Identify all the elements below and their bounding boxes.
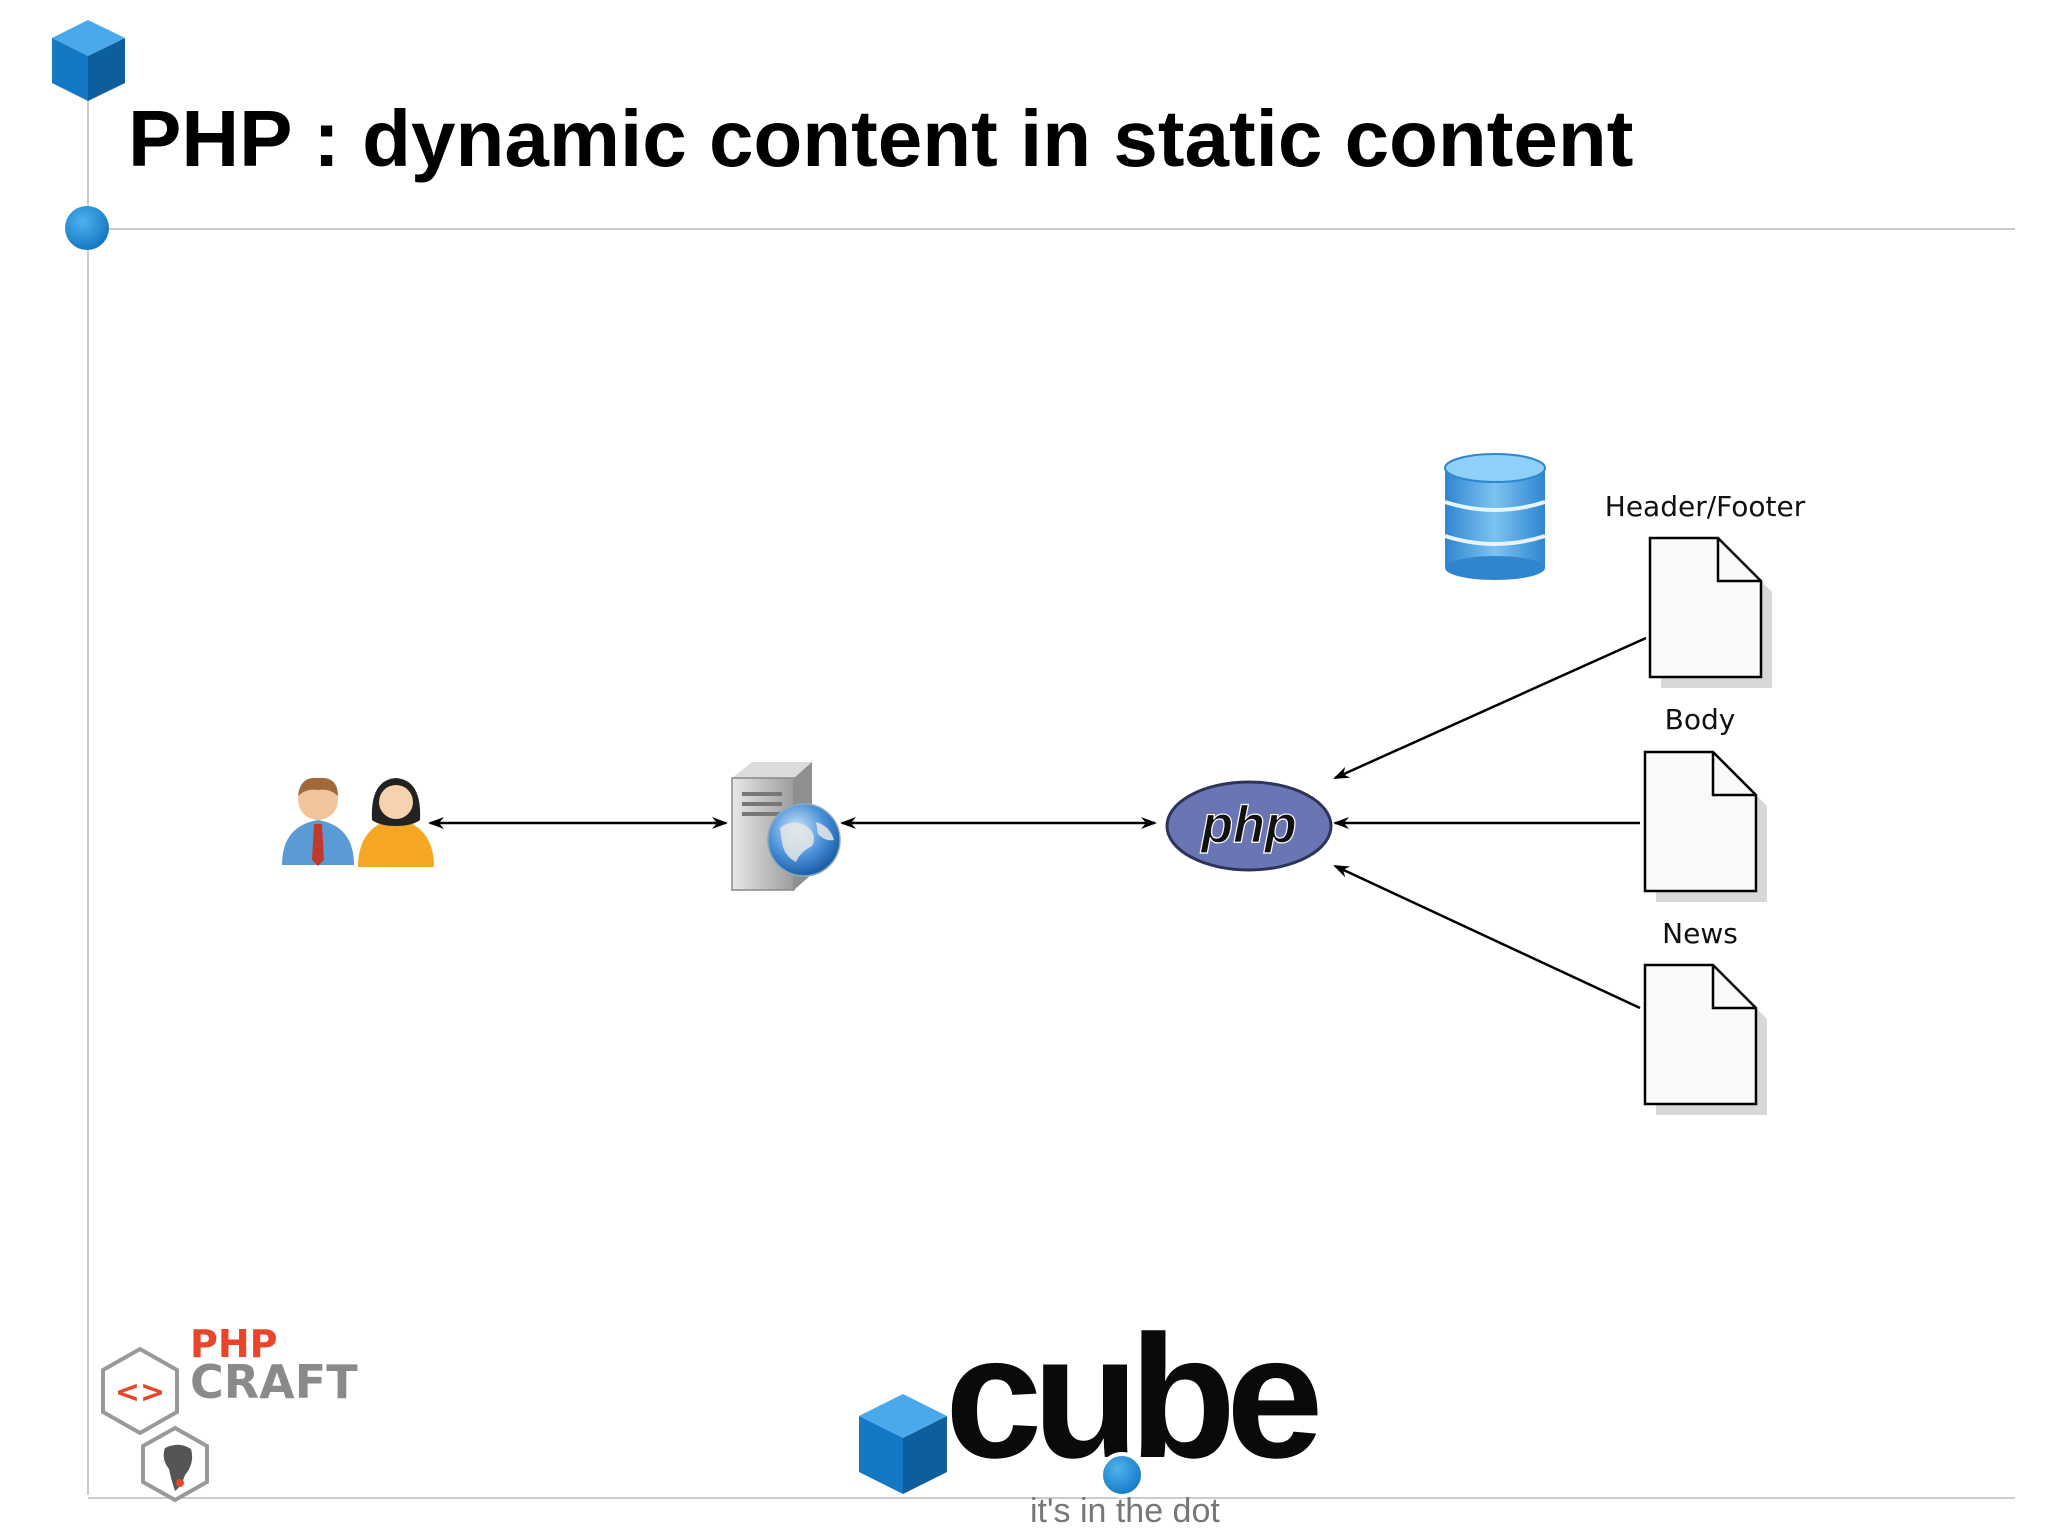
edge-news-php — [1333, 864, 1641, 1010]
label-news: News — [1662, 917, 1738, 950]
doc-header-footer-icon — [1648, 536, 1772, 688]
database-icon — [1444, 453, 1546, 580]
cube-tagline: it's in the dot — [1030, 1492, 1220, 1530]
php-craft-php-text: PHP — [190, 1322, 278, 1366]
php-logo-icon: php — [1165, 780, 1333, 872]
php-logo-text: php — [1199, 796, 1296, 854]
users-icon — [282, 777, 434, 867]
doc-news-icon — [1643, 963, 1767, 1115]
slide-title: PHP : dynamic content in static content — [128, 94, 1634, 183]
doc-body-icon — [1643, 750, 1767, 902]
edge-headerfooter-php — [1333, 636, 1647, 780]
cube-logo-icon — [52, 20, 125, 101]
label-header-footer: Header/Footer — [1604, 490, 1806, 523]
svg-text:<>: <> — [115, 1375, 165, 1410]
label-body: Body — [1664, 703, 1736, 736]
php-craft-logo-icon: <> — [101, 1346, 209, 1503]
cube-brand-dot-icon — [1099, 1452, 1145, 1498]
web-server-icon — [731, 762, 841, 891]
cube-brand-cube-icon — [859, 1394, 947, 1494]
php-craft-craft-text: CRAFT — [190, 1355, 358, 1409]
accent-dot — [65, 206, 109, 250]
